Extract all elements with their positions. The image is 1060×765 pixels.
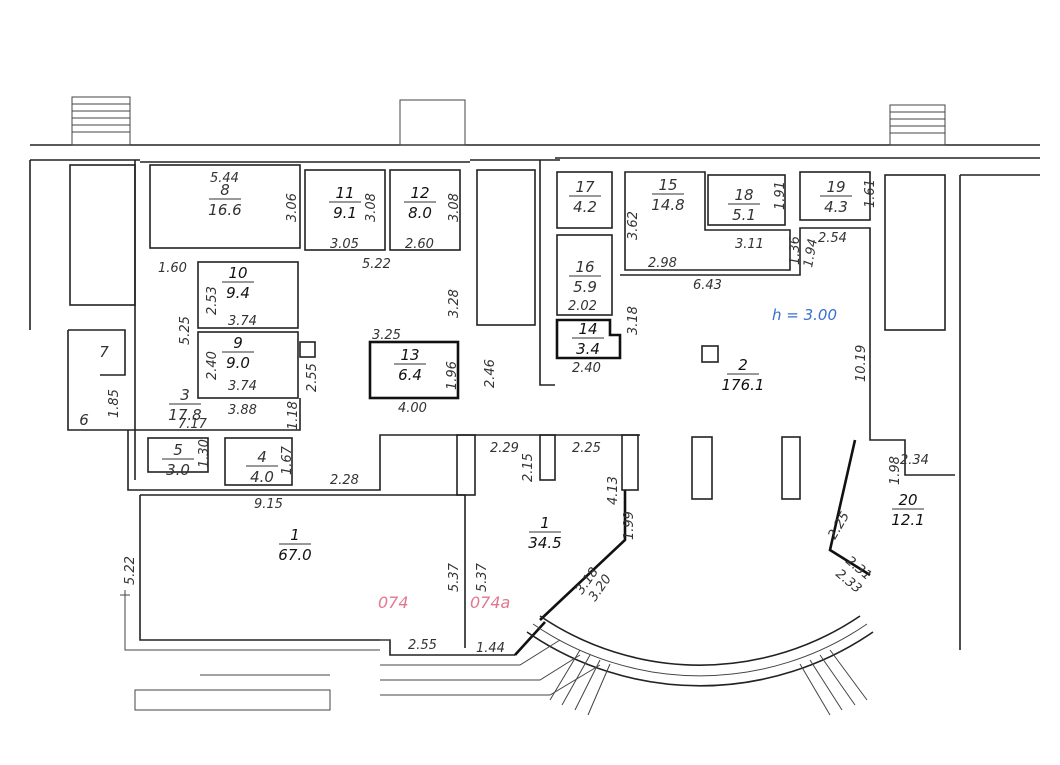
dimension-label: 3.06	[285, 193, 300, 222]
dimension-label: 1.98	[888, 456, 903, 485]
wc-label-7: 7	[99, 343, 109, 361]
room-number: 18	[734, 186, 753, 204]
room-number: 1	[290, 526, 300, 544]
dimension-label: 1.60	[158, 261, 187, 276]
wc-label-6: 6	[79, 411, 89, 429]
room-number: 3	[180, 386, 190, 404]
dimension-label: 9.15	[254, 497, 283, 512]
unit-label-074a: 074a	[470, 593, 510, 612]
dimension-label: 10.19	[854, 345, 869, 382]
dimension-label: 2.46	[483, 359, 498, 388]
dimension-label: 3.74	[228, 314, 257, 329]
dimension-label: 3.08	[364, 193, 379, 222]
room-area: 4.2	[573, 198, 597, 216]
walls	[29, 96, 1040, 716]
dimension-label: 3.05	[330, 237, 359, 252]
dimension-label: 1.36	[788, 236, 803, 265]
dimension-label: 2.29	[490, 441, 519, 456]
room-number: 17	[575, 178, 595, 196]
room-area: 4.0	[250, 468, 274, 486]
dimension-label: 1.61	[863, 179, 878, 208]
dimension-label: 3.25	[372, 328, 401, 343]
room-area: 4.3	[824, 198, 848, 216]
room-area: 3.4	[576, 340, 600, 358]
dimension-label: 1.96	[445, 361, 460, 390]
room-area: 176.1	[722, 376, 765, 394]
room-area: 9.4	[226, 284, 250, 302]
unit-label-074: 074	[378, 593, 409, 612]
ceiling-height-label: h = 3.00	[772, 306, 837, 324]
room-number: 5	[173, 441, 183, 459]
room-number: 2	[738, 356, 748, 374]
dimension-label: 1.67	[280, 445, 295, 475]
dimension-label: 2.53	[205, 286, 220, 315]
dimension-label: 5.37	[447, 562, 462, 592]
dimension-label: 2.60	[405, 237, 434, 252]
dimension-label: 3.11	[735, 237, 764, 252]
dimension-label: 1.30	[197, 439, 212, 468]
room-number: 13	[400, 346, 419, 364]
room-area: 16.6	[208, 201, 241, 219]
dimension-label: 4.13	[606, 476, 621, 505]
dimension-label: 2.54	[818, 231, 847, 246]
dimension-label: 5.37	[475, 562, 490, 592]
dimension-label: 7.17	[178, 417, 208, 432]
dimension-label: 1.85	[107, 389, 122, 418]
dimension-label: 1.99	[622, 511, 637, 540]
room-area: 3.0	[166, 461, 190, 479]
room-number: 8	[220, 181, 230, 199]
dimension-label: 2.98	[648, 256, 677, 271]
room-area: 9.0	[226, 354, 250, 372]
room-area: 5.9	[573, 278, 597, 296]
room-area: 5.1	[732, 206, 756, 224]
room-area: 9.1	[333, 204, 357, 222]
dimension-label: 4.00	[398, 401, 427, 416]
dimension-label: 2.25	[572, 441, 601, 456]
room-area: 34.5	[528, 534, 561, 552]
room-number: 19	[826, 178, 845, 196]
dimension-label: 5.22	[123, 556, 138, 585]
room-number: 15	[658, 176, 677, 194]
room-number: 10	[228, 264, 247, 282]
dimension-label: 5.22	[362, 257, 391, 272]
room-number: 16	[575, 258, 594, 276]
dimension-label: 1.91	[773, 181, 788, 210]
room-number: 1	[540, 514, 550, 532]
dimension-label: 2.34	[900, 453, 929, 468]
dimension-label: 3.74	[228, 379, 257, 394]
dimension-label: 1.44	[476, 641, 505, 656]
dimension-label: 1.94	[801, 238, 821, 269]
room-area: 17.8	[168, 406, 201, 424]
dimension-label: 3.62	[626, 211, 641, 240]
room-area: 67.0	[278, 546, 311, 564]
dimension-label: 1.18	[286, 401, 301, 430]
room-area: 12.1	[891, 511, 924, 529]
room-area: 14.8	[651, 196, 684, 214]
dimension-label: 2.55	[305, 363, 320, 392]
dimension-label: 2.55	[408, 638, 437, 653]
dimension-label: 3.88	[228, 403, 257, 418]
dimension-label: 6.43	[693, 278, 722, 293]
dimension-label: 3.18	[626, 306, 641, 335]
dimension-label: 2.02	[568, 299, 597, 314]
room-number: 4	[257, 448, 267, 466]
room-number: 20	[898, 491, 917, 509]
room-area: 6.4	[398, 366, 422, 384]
room-area: 8.0	[408, 204, 432, 222]
dimension-label: 2.40	[572, 361, 601, 376]
dimension-label: 3.28	[447, 289, 462, 318]
dimension-label: 2.28	[330, 473, 359, 488]
dimension-label: 2.40	[205, 351, 220, 380]
room-number: 9	[233, 334, 243, 352]
dimension-label: 2.25	[825, 509, 852, 542]
dimension-label: 2.15	[521, 453, 536, 482]
room-number: 11	[335, 184, 354, 202]
room-number: 12	[410, 184, 429, 202]
dimension-label: 5.44	[210, 171, 239, 186]
dimension-label: 3.08	[447, 193, 462, 222]
room-number: 14	[578, 320, 597, 338]
dimension-label: 5.25	[178, 316, 193, 345]
